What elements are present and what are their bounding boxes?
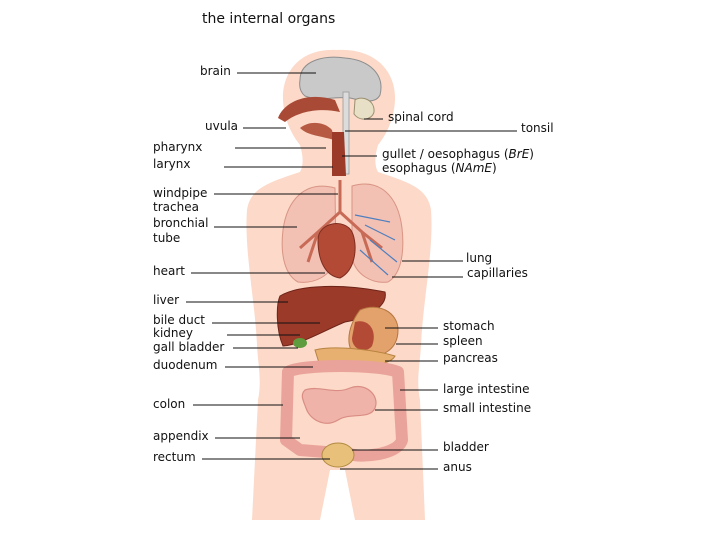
label-pharynx: pharynx [153, 140, 203, 154]
label-windpipe: windpipe [153, 186, 208, 200]
label-trachea: trachea [153, 200, 199, 214]
label-rectum: rectum [153, 450, 196, 464]
label-bronchial: bronchial [153, 216, 209, 230]
label-uvula: uvula [205, 119, 238, 133]
label-duodenum: duodenum [153, 358, 218, 372]
small-intestine-shape [301, 386, 377, 424]
label-small-intestine: small intestine [443, 401, 532, 415]
capillaries-shape [354, 214, 398, 276]
leader-lines [186, 72, 517, 470]
label-capillaries: capillaries [467, 266, 528, 280]
label-esophagus: esophagus (NAmE) [382, 161, 497, 175]
label-anus: anus [443, 460, 472, 474]
label-larynx: larynx [153, 157, 191, 171]
label-kidney: kidney [153, 326, 193, 340]
label-gall-bladder: gall bladder [153, 340, 225, 354]
label-colon: colon [153, 397, 186, 411]
right-lung-shape [351, 183, 404, 283]
label-heart: heart [153, 264, 185, 278]
label-stomach: stomach [443, 319, 495, 333]
label-large-intestine: large intestine [443, 382, 530, 396]
heart-shape [317, 223, 356, 279]
label-liver: liver [153, 293, 180, 307]
label-spleen: spleen [443, 334, 483, 348]
label-spinal-cord: spinal cord [388, 110, 454, 124]
label-tonsil: tonsil [521, 121, 554, 135]
label-bladder: bladder [443, 440, 489, 454]
diagram-title: the internal organs [202, 11, 336, 27]
bronchi-shape [299, 180, 383, 263]
spleen-shape [352, 321, 374, 351]
label-lung: lung [466, 251, 493, 265]
nasal-cavity-shape [278, 96, 340, 122]
brain-shape [299, 56, 382, 102]
cerebellum-shape [353, 97, 375, 120]
tongue-shape [300, 122, 334, 140]
label-tube: tube [153, 231, 181, 245]
label-brain: brain [200, 64, 231, 78]
label-gullet: gullet / oesophagus (BrE) [382, 147, 534, 161]
bladder-shape [321, 442, 355, 468]
label-pancreas: pancreas [443, 351, 498, 365]
label-appendix: appendix [153, 429, 209, 443]
throat-shape [332, 132, 346, 176]
label-bile-duct: bile duct [153, 313, 206, 327]
gall-bladder-shape [293, 338, 307, 348]
